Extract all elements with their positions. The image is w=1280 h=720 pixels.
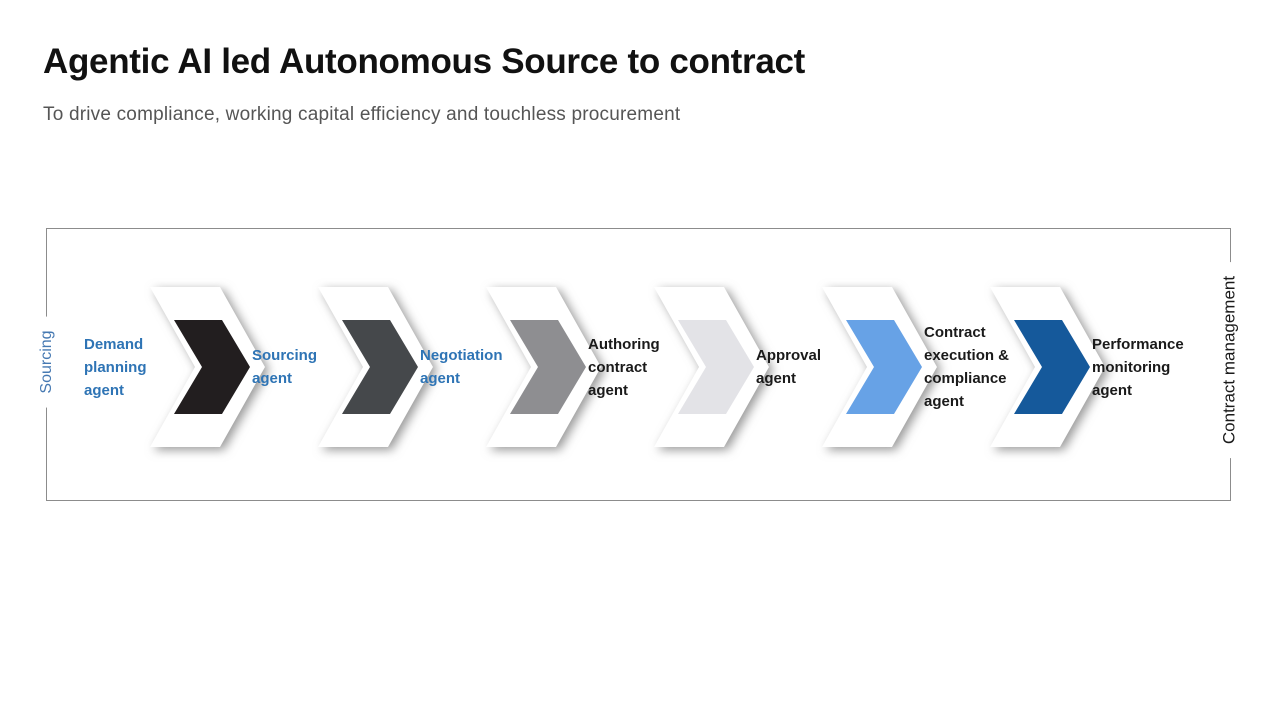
phase-label-sourcing: Sourcing [37, 316, 57, 408]
page-title: Agentic AI led Autonomous Source to cont… [43, 42, 806, 81]
process-diagram-frame [46, 228, 1231, 501]
page-subtitle: To drive compliance, working capital eff… [43, 104, 681, 125]
phase-label-contract-management: Contract management [1218, 261, 1240, 459]
